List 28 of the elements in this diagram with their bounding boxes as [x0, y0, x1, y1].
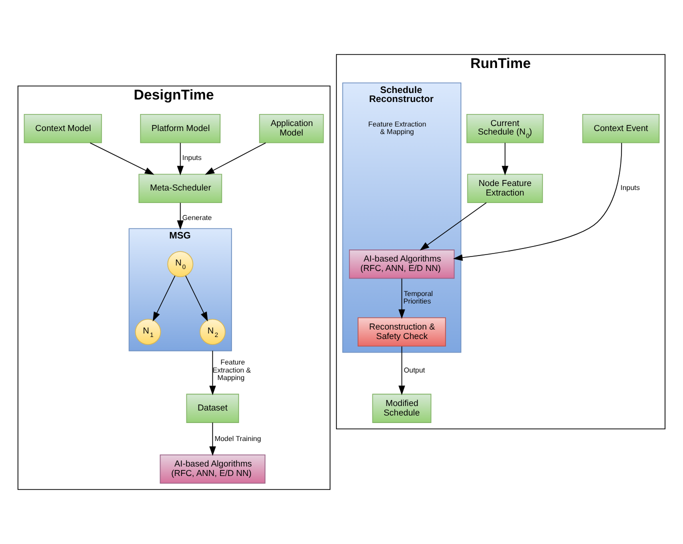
node-box: Reconstruction & Safety Check [358, 317, 446, 346]
node-box: AI-based Algorithms (RFC, ANN, E/D NN) [160, 454, 266, 484]
node-box: Modified Schedule [372, 394, 432, 423]
node-circle: N$_{0}$ [167, 251, 194, 278]
node-box: Dataset [186, 394, 240, 423]
node-box: Platform Model [140, 114, 221, 144]
arrow [177, 142, 184, 176]
arrow [209, 422, 216, 456]
arrow [398, 346, 406, 396]
arrow [185, 275, 208, 322]
arrow [152, 275, 176, 322]
node-box: Meta-Scheduler [138, 174, 222, 204]
arrow [502, 142, 508, 176]
node-circle: N$_{1}$ [134, 318, 161, 345]
arrow [204, 142, 266, 175]
node-box: Application Model [259, 114, 324, 144]
node-box: Context Event [582, 114, 660, 144]
node-box: Current Schedule (N$_{0}$) [466, 114, 544, 144]
node-box: Context Model [24, 114, 102, 144]
arrow [420, 202, 487, 250]
arrow [90, 142, 154, 175]
arrow [177, 202, 184, 230]
arrow [398, 278, 406, 319]
arrow [453, 142, 622, 261]
node-circle: N$_{2}$ [200, 318, 226, 345]
node-box: AI-based Algorithms (RFC, ANN, E/D NN) [348, 250, 455, 279]
node-box: Node Feature Extraction [467, 174, 543, 204]
arrow [209, 350, 216, 396]
